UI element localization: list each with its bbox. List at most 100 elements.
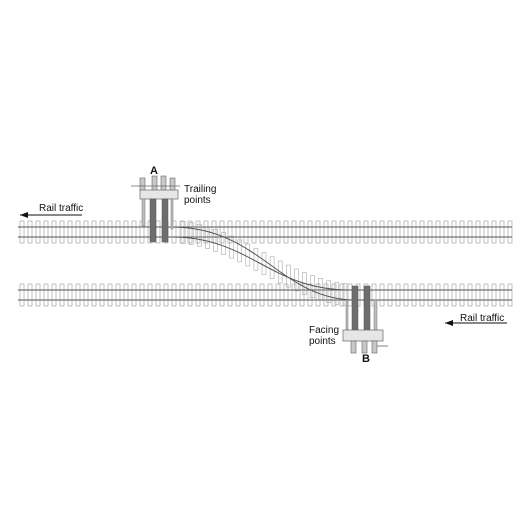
sleeper xyxy=(363,220,369,244)
trailing-points-label: Trailing points xyxy=(184,184,244,206)
point-b-label: B xyxy=(362,353,370,365)
point-a-lever xyxy=(149,198,157,243)
bottom-track xyxy=(18,283,513,307)
sleeper xyxy=(299,220,305,244)
point-a-lever xyxy=(170,198,174,230)
sleeper xyxy=(403,283,409,307)
sleeper xyxy=(67,220,73,244)
sleeper xyxy=(227,283,233,307)
sleeper xyxy=(99,220,105,244)
sleeper xyxy=(483,283,489,307)
rail-traffic-arrow-top xyxy=(20,212,82,218)
sleeper xyxy=(155,283,161,307)
sleeper xyxy=(115,283,121,307)
point-a-label: A xyxy=(150,165,158,177)
sleeper xyxy=(459,283,465,307)
sleeper xyxy=(139,283,145,307)
sleeper xyxy=(411,220,417,244)
crossover-sleeper xyxy=(253,247,259,271)
sleeper xyxy=(395,220,401,244)
crossover-sleeper xyxy=(277,260,283,284)
sleeper xyxy=(211,220,217,244)
crossover-rail-right xyxy=(171,226,357,301)
sleeper xyxy=(403,220,409,244)
sleeper xyxy=(307,220,313,244)
sleeper xyxy=(123,220,129,244)
sleeper xyxy=(179,283,185,307)
crossover-rail-left xyxy=(171,236,351,291)
sleeper xyxy=(75,283,81,307)
point-b-bolt xyxy=(350,340,357,354)
sleeper xyxy=(195,220,201,244)
facing-points-label-line2: points xyxy=(309,336,336,347)
sleeper xyxy=(27,283,33,307)
sleeper xyxy=(251,283,257,307)
rail-traffic-arrow-bottom xyxy=(445,320,507,326)
sleeper xyxy=(115,220,121,244)
crossover-sleeper xyxy=(205,226,210,249)
crossover-sleeper xyxy=(197,223,202,247)
sleeper xyxy=(219,283,225,307)
sleeper xyxy=(219,220,225,244)
sleeper xyxy=(179,220,185,244)
crossover-sleeper xyxy=(180,221,186,244)
facing-points-label: Facing points xyxy=(309,325,369,347)
sleeper xyxy=(331,220,337,244)
sleeper xyxy=(131,220,137,244)
sleeper xyxy=(459,220,465,244)
sleeper xyxy=(195,283,201,307)
sleeper xyxy=(227,220,233,244)
sleeper xyxy=(419,220,425,244)
sleeper xyxy=(291,220,297,244)
sleeper xyxy=(347,283,353,307)
rail-traffic-label-bottom: Rail traffic xyxy=(460,313,505,324)
bottom-track-sleepers xyxy=(19,283,513,307)
sleeper xyxy=(203,220,209,244)
sleeper xyxy=(451,220,457,244)
sleeper xyxy=(435,283,441,307)
top-track xyxy=(18,220,513,244)
point-a-bolt xyxy=(160,175,167,192)
sleeper xyxy=(427,283,433,307)
sleeper xyxy=(347,220,353,244)
sleeper xyxy=(67,283,73,307)
sleeper xyxy=(339,283,345,307)
sleeper xyxy=(435,220,441,244)
sleeper xyxy=(243,283,249,307)
sleeper xyxy=(35,283,41,307)
crossover-sleeper xyxy=(334,282,340,305)
crossover-sleeper xyxy=(261,252,267,275)
sleeper xyxy=(75,220,81,244)
sleeper xyxy=(243,220,249,244)
sleeper xyxy=(235,283,241,307)
sleeper xyxy=(123,283,129,307)
crossover-track xyxy=(171,221,357,306)
crossover-sleeper xyxy=(221,232,226,255)
sleeper xyxy=(379,283,385,307)
sleeper xyxy=(339,220,345,244)
point-a-lever xyxy=(141,198,146,227)
crossover-sleeper xyxy=(229,235,234,259)
facing-points-label-line1: Facing xyxy=(309,325,340,336)
crossover-sleeper xyxy=(245,243,251,267)
sleeper xyxy=(43,220,49,244)
sleeper xyxy=(91,220,97,244)
sleeper xyxy=(491,283,497,307)
sleeper xyxy=(187,283,193,307)
sleeper xyxy=(43,283,49,307)
sleeper xyxy=(251,220,257,244)
sleeper xyxy=(315,220,321,244)
sleeper xyxy=(507,220,513,244)
point-b-mechanism xyxy=(342,285,388,354)
sleeper xyxy=(83,283,89,307)
sleeper xyxy=(147,283,153,307)
trailing-points-label-line2: points xyxy=(184,195,211,206)
sleeper xyxy=(323,220,329,244)
crossover-sleeper xyxy=(342,283,348,306)
sleeper xyxy=(19,220,25,244)
sleeper xyxy=(211,283,217,307)
top-track-sleepers xyxy=(19,220,513,244)
sleeper xyxy=(27,220,33,244)
sleeper xyxy=(283,283,289,307)
